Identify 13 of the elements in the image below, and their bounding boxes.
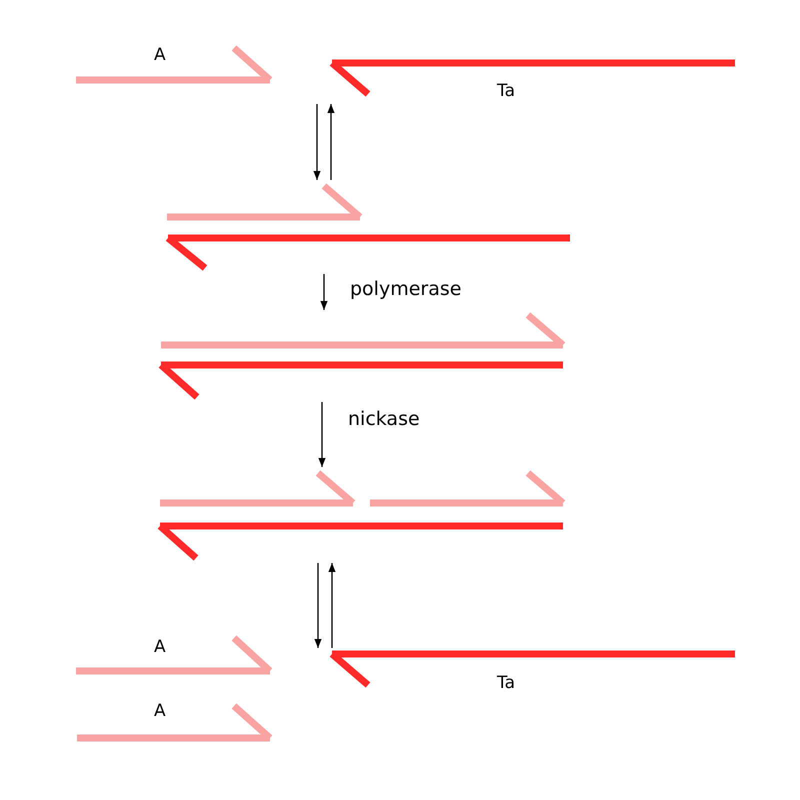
strand-label: A	[154, 701, 166, 721]
edge-label: nickase	[348, 408, 420, 430]
arrow	[313, 104, 321, 180]
strand-label: Ta	[497, 81, 515, 101]
edge-label: polymerase	[350, 278, 462, 300]
arrow	[320, 274, 328, 310]
strand-label: A	[154, 637, 166, 657]
strand-label: A	[154, 45, 166, 65]
arrow	[318, 402, 326, 467]
arrow	[314, 563, 322, 648]
strand-label: Ta	[497, 673, 515, 693]
arrow	[327, 104, 335, 180]
arrow	[328, 563, 336, 648]
